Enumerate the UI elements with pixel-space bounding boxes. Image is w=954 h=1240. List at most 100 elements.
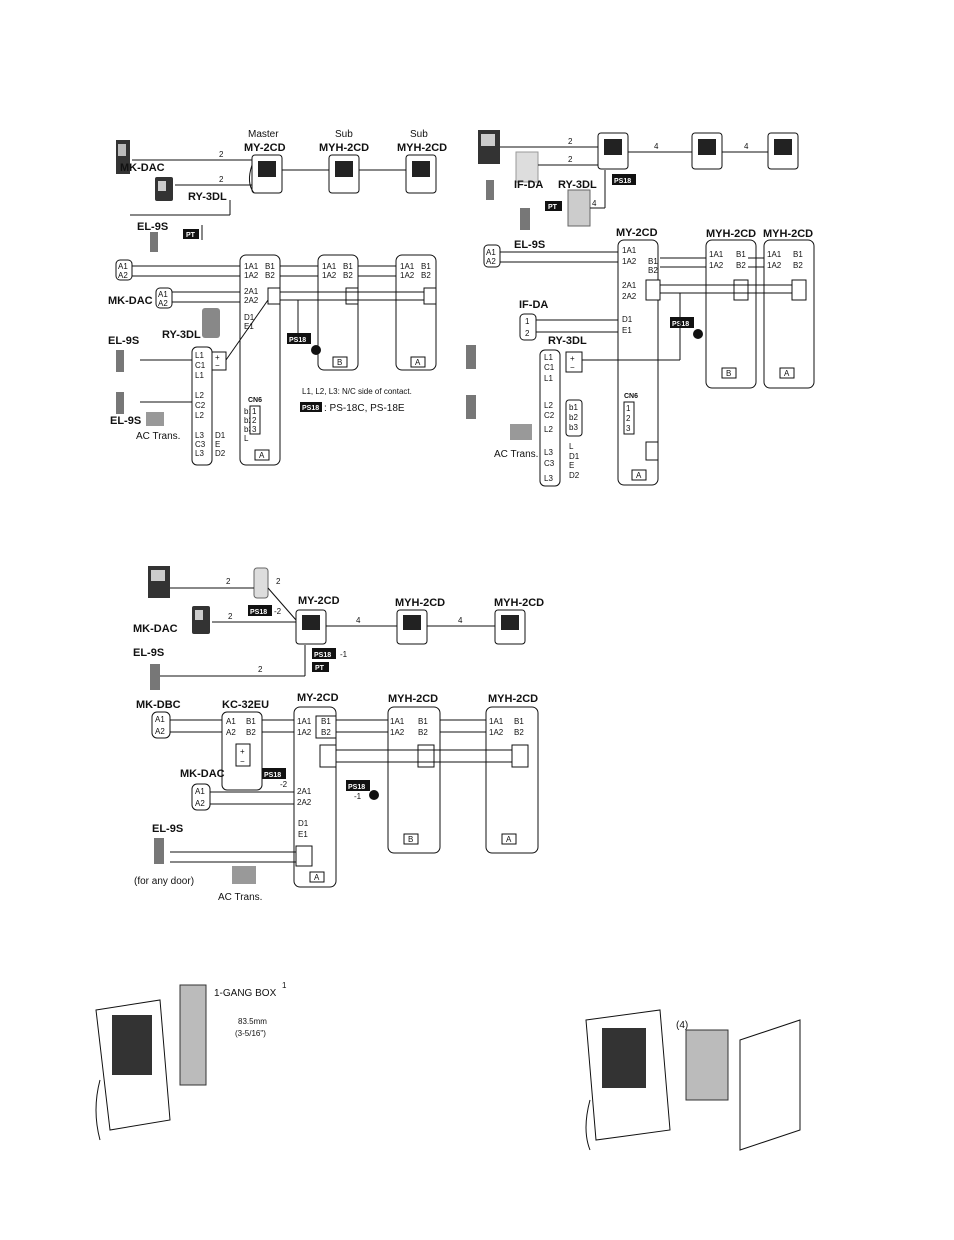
svg-text:-1: -1 xyxy=(354,792,362,801)
ps18-badge-3a xyxy=(248,605,272,616)
svg-text:−: − xyxy=(215,361,220,370)
pt-badge-2 xyxy=(545,201,562,211)
svg-text:B1: B1 xyxy=(321,717,331,726)
svg-text:1A2: 1A2 xyxy=(244,271,259,280)
el9s-label-3: EL-9S xyxy=(133,647,164,659)
ps18-badge-2 xyxy=(612,174,636,185)
if-da-label: IF-DA xyxy=(514,179,543,191)
svg-text:−: − xyxy=(570,363,575,372)
svg-text:L1: L1 xyxy=(544,374,553,383)
svg-text:C2: C2 xyxy=(195,401,206,410)
svg-text:1A2: 1A2 xyxy=(489,728,504,737)
desk-stand-illustration xyxy=(585,1009,801,1151)
svg-text:A2: A2 xyxy=(195,799,205,808)
ry3dl-terminal-column xyxy=(191,346,213,466)
selector-icon-3 xyxy=(253,567,269,599)
svg-text:PT: PT xyxy=(315,665,325,672)
ry3dl-wiring-label: RY-3DL xyxy=(162,329,201,341)
el9s-top-icon xyxy=(116,350,124,372)
svg-text:A: A xyxy=(506,835,512,844)
ac-trans-label-3: AC Trans. xyxy=(218,892,262,903)
svg-text:2: 2 xyxy=(228,612,233,621)
ac-trans-label-2: AC Trans. xyxy=(494,449,538,460)
el9s-icon-2 xyxy=(520,208,530,230)
for-any-door-label: (for any door) xyxy=(134,876,194,887)
svg-text:PS18: PS18 xyxy=(264,772,281,779)
ps18-badge-3c xyxy=(262,768,286,779)
svg-text:D2: D2 xyxy=(215,449,226,458)
svg-text:PS18: PS18 xyxy=(672,321,689,328)
svg-text:A: A xyxy=(314,873,320,882)
a1a2-terminal-block: A1 A2 xyxy=(115,259,133,281)
svg-text:1A1: 1A1 xyxy=(244,262,259,271)
sub-unit-box-a xyxy=(395,254,437,371)
handset-icon-2 xyxy=(486,180,494,200)
sub-caption-1: Sub xyxy=(335,129,353,140)
svg-text:3: 3 xyxy=(252,425,257,434)
sub-monitor-icon-1 xyxy=(328,154,360,194)
diagram-3: PS18 -2 MY-2CD MYH-2CD MYH-2CD MK-DAC EL… xyxy=(133,566,544,903)
svg-text:B2: B2 xyxy=(421,271,431,280)
svg-text:B2: B2 xyxy=(265,271,275,280)
mkdac-wiring-label-3: MK-DAC xyxy=(180,768,225,780)
svg-text:1A1: 1A1 xyxy=(400,262,415,271)
svg-text:4: 4 xyxy=(356,616,361,625)
svg-text:B1: B1 xyxy=(246,717,256,726)
svg-text:C3: C3 xyxy=(195,440,206,449)
svg-text:B2: B2 xyxy=(736,261,746,270)
master-wiring-label-3: MY-2CD xyxy=(297,692,339,704)
svg-text:B2: B2 xyxy=(514,728,524,737)
svg-text:+: + xyxy=(215,353,220,362)
diagram-1: Master MY-2CD Sub MYH-2CD Sub MYH-2CD MK… xyxy=(108,129,447,466)
svg-text:1A1: 1A1 xyxy=(322,262,337,271)
svg-text:PS18: PS18 xyxy=(250,609,267,616)
svg-text:C2: C2 xyxy=(544,411,555,420)
ry3dl-label-2: RY-3DL xyxy=(558,179,597,191)
mkdac-wiring-label: MK-DAC xyxy=(108,295,153,307)
master-terms-3: 1A1 1A2 2A1 2A2 D1 E1 xyxy=(297,717,312,839)
svg-text:-1: -1 xyxy=(340,650,348,659)
svg-text:D1: D1 xyxy=(244,313,255,322)
svg-text:B1: B1 xyxy=(514,717,524,726)
mkdbc-label: MK-DBC xyxy=(136,699,181,711)
pt-badge xyxy=(183,229,199,239)
sub-caption-2: Sub xyxy=(410,129,428,140)
svg-text:A2: A2 xyxy=(158,299,168,308)
svg-text:2: 2 xyxy=(568,137,573,146)
svg-text:C3: C3 xyxy=(544,459,555,468)
svg-text:B1: B1 xyxy=(648,257,658,266)
sub-unit-box-3a xyxy=(485,706,539,854)
svg-text:B1: B1 xyxy=(421,262,431,271)
svg-text:A1: A1 xyxy=(155,715,165,724)
sub-unit-box-2a xyxy=(763,239,815,389)
diagram-2: IF-DA RY-3DL PS18 PT EL-9S 2 2 4 4 4 xyxy=(466,130,815,487)
svg-text:E: E xyxy=(569,461,574,470)
svg-text:B1: B1 xyxy=(736,250,746,259)
svg-text:L3: L3 xyxy=(195,431,204,440)
ground-icon-3 xyxy=(369,790,379,800)
svg-text:1A1: 1A1 xyxy=(622,246,637,255)
svg-text:1A2: 1A2 xyxy=(322,271,337,280)
sub-monitor-icon-2a xyxy=(691,132,723,170)
sub-wiring-label-3a: MYH-2CD xyxy=(388,693,438,705)
svg-text:B2: B2 xyxy=(246,728,256,737)
if-da-icon xyxy=(515,151,539,183)
svg-text:E: E xyxy=(215,440,220,449)
svg-text:1A1: 1A1 xyxy=(767,250,782,259)
svg-text:L3: L3 xyxy=(544,474,553,483)
sub-label-3b: MYH-2CD xyxy=(494,597,544,609)
svg-text:4: 4 xyxy=(458,616,463,625)
ground-icon-2 xyxy=(693,329,703,339)
svg-text:B1: B1 xyxy=(418,717,428,726)
svg-text:A1: A1 xyxy=(118,262,128,271)
el9s-strike-icon xyxy=(150,232,158,252)
svg-text:2A2: 2A2 xyxy=(244,296,259,305)
svg-text:b2: b2 xyxy=(569,413,578,422)
sub-wiring-label-3b: MYH-2CD xyxy=(488,693,538,705)
svg-text:D1: D1 xyxy=(622,315,633,324)
wire-count-2b: 2 xyxy=(219,175,224,184)
sub-unit-box-3b xyxy=(387,706,441,854)
svg-text:L: L xyxy=(244,434,249,443)
svg-text:2: 2 xyxy=(626,414,631,423)
cn6-terms: b1 b2 b3 L 1 2 3 xyxy=(244,405,261,443)
